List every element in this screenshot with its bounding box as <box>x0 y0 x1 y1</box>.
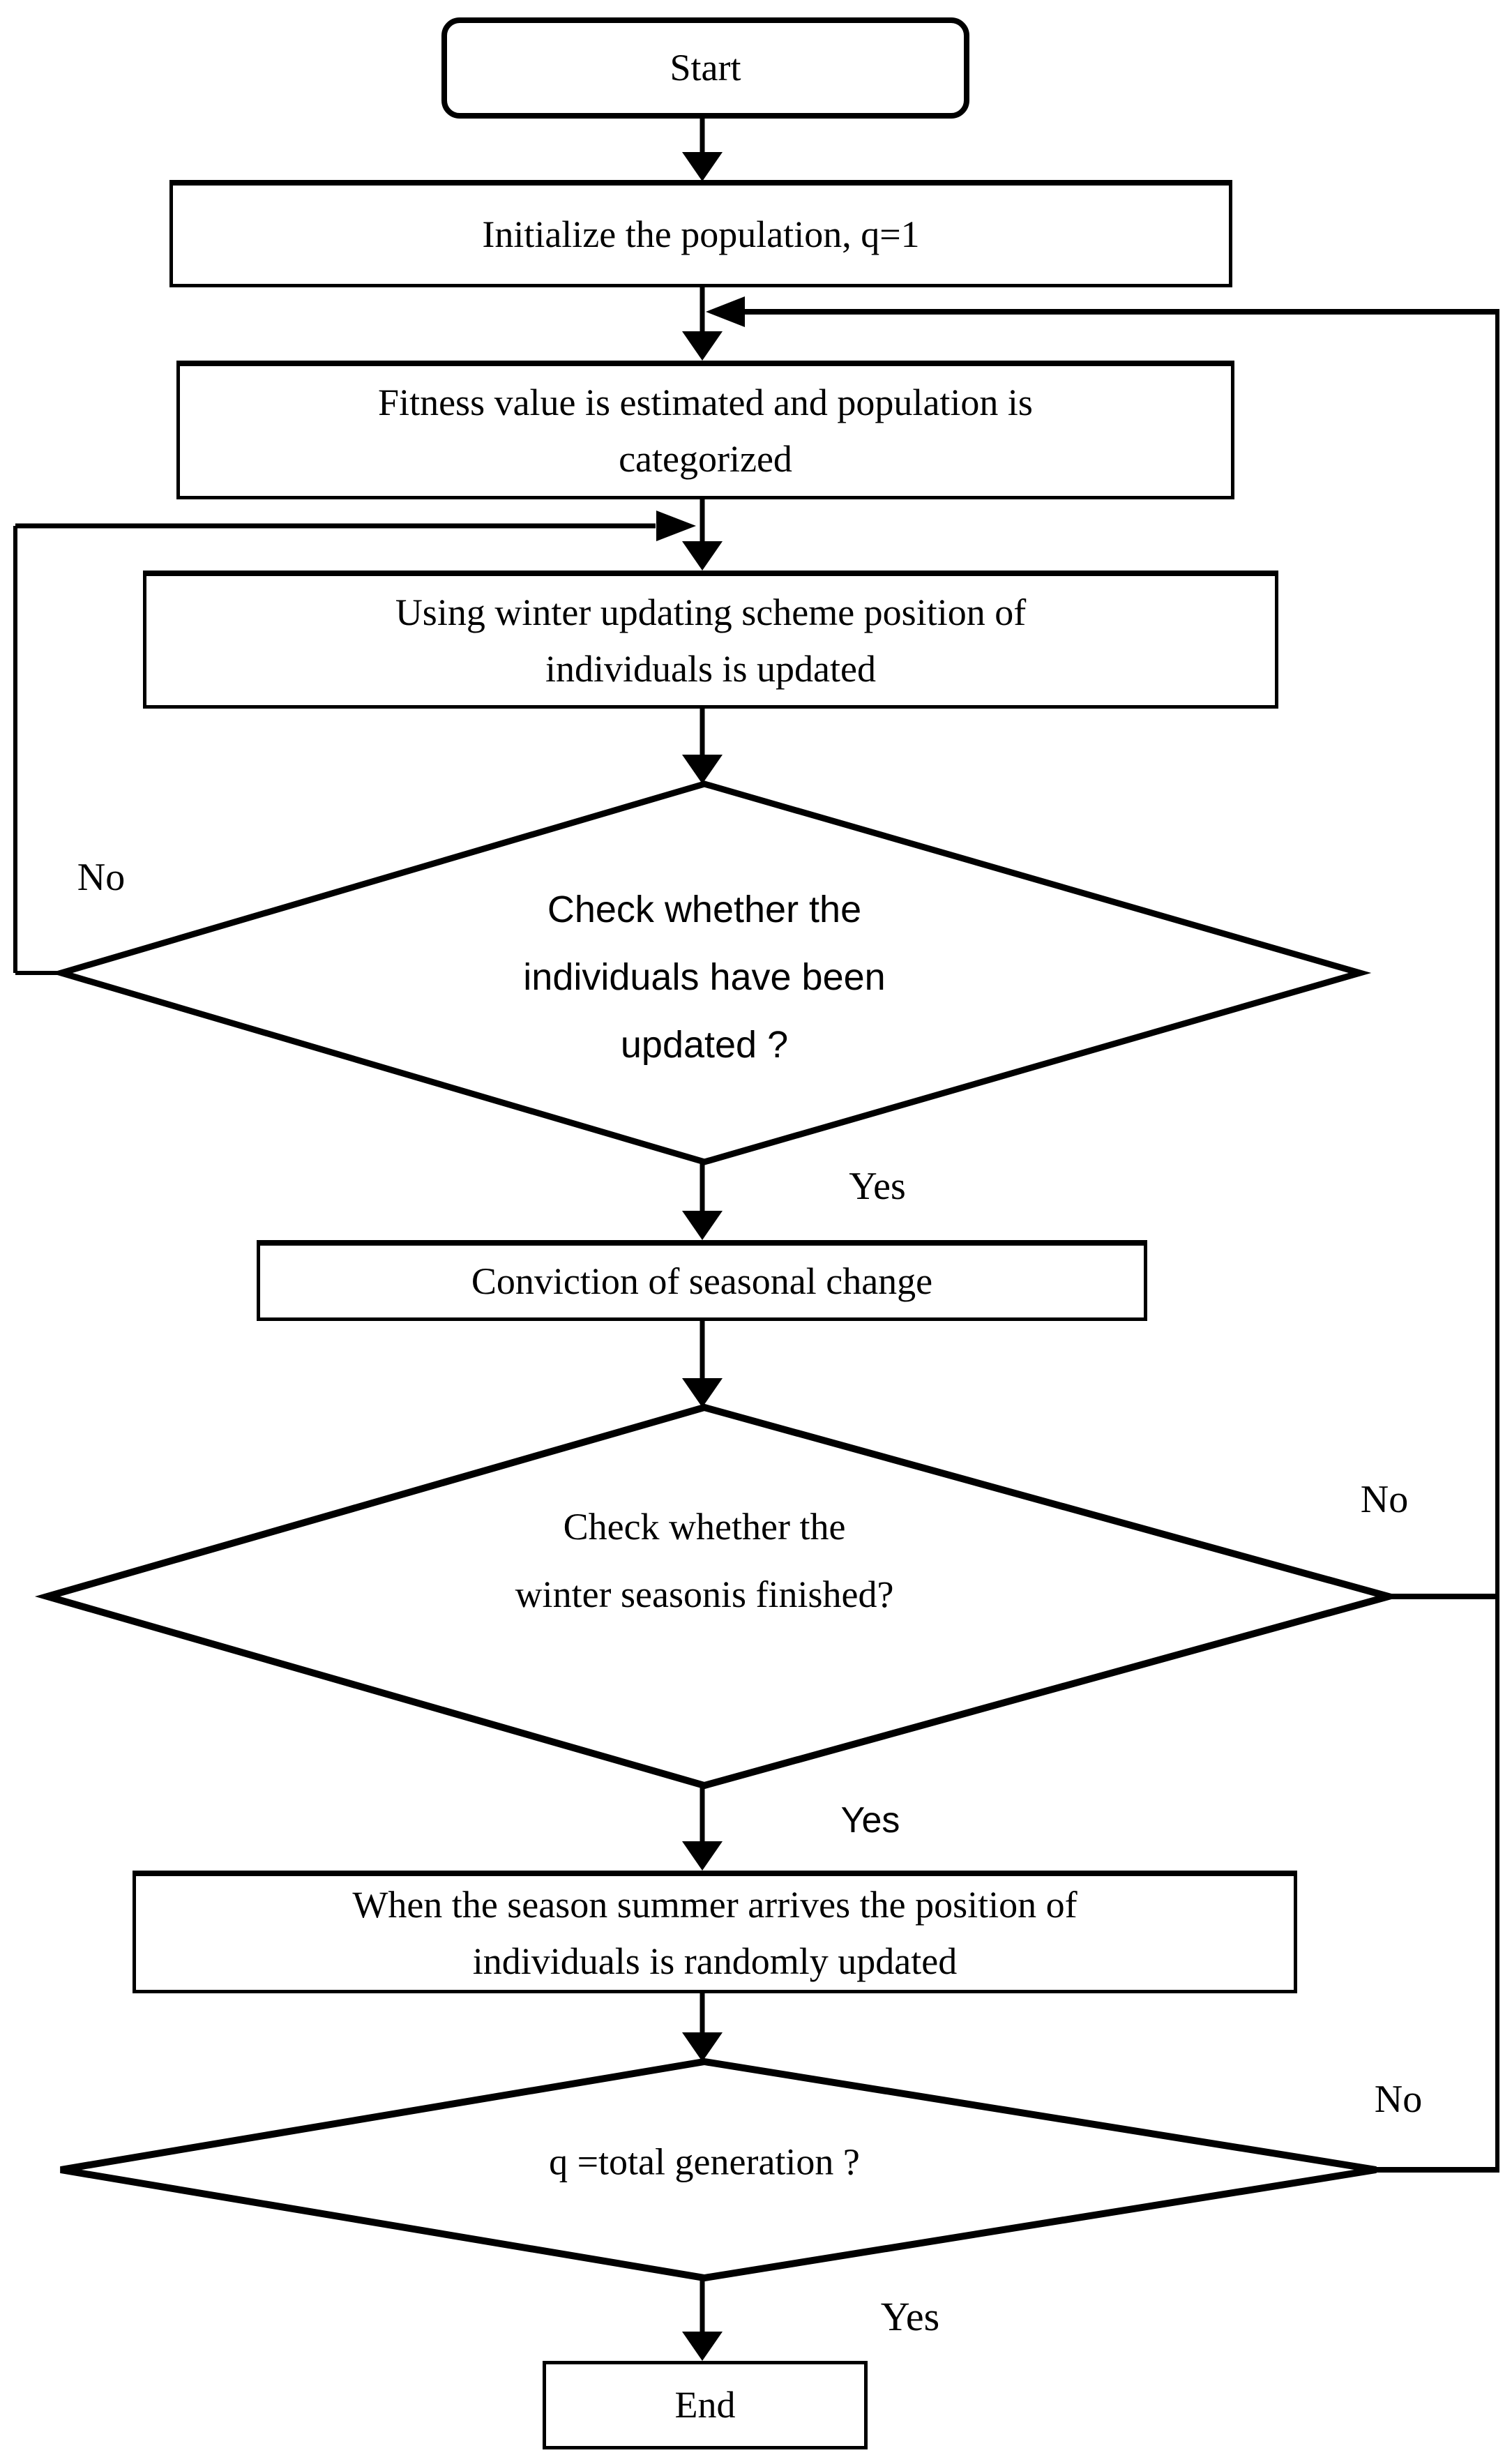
arrowhead-conviction <box>682 1211 723 1240</box>
node-initialize: Initialize the population, q=1 <box>169 180 1232 287</box>
arrowhead-initialize <box>682 152 723 181</box>
node-conviction: Conviction of seasonal change <box>257 1240 1147 1321</box>
decision-check-updated-label: Check whether the individuals have been … <box>523 889 886 1066</box>
edge-label-check-generation-yes: Yes <box>880 2294 940 2339</box>
node-start-label: Start <box>670 47 741 89</box>
edge-label-check-updated-no: No <box>77 856 126 899</box>
node-end: End <box>543 2361 868 2449</box>
arrowhead-check-updated <box>682 755 723 784</box>
node-summer-update-label: When the season summer arrives the posit… <box>352 1883 1078 1982</box>
node-end-label: End <box>674 2384 736 2426</box>
edge-label-check-winter-yes: Yes <box>840 1800 900 1841</box>
node-winter-update: Using winter updating scheme position of… <box>143 571 1278 709</box>
arrowhead-fitness <box>682 331 723 361</box>
edge-label-check-updated-yes: Yes <box>849 1165 906 1208</box>
node-fitness: Fitness value is estimated and populatio… <box>176 361 1234 499</box>
arrowhead-end <box>682 2332 723 2361</box>
arrowhead-summer <box>682 1841 723 1871</box>
edge-label-check-winter-no: No <box>1360 1478 1409 1521</box>
arrowhead-no-loop-right <box>706 296 745 327</box>
node-winter-update-label: Using winter updating scheme position of… <box>395 591 1027 690</box>
node-initialize-label: Initialize the population, q=1 <box>482 213 920 255</box>
arrowhead-winter <box>682 541 723 571</box>
decision-check-winter-label: Check whether the winter seasonis finish… <box>515 1505 894 1615</box>
arrowhead-check-generation <box>682 2032 723 2062</box>
edge-label-check-generation-no: No <box>1374 2078 1423 2121</box>
arrowhead-check-winter <box>682 1378 723 1407</box>
node-conviction-label: Conviction of seasonal change <box>471 1260 933 1302</box>
arrowhead-no-loop-left <box>656 511 696 541</box>
node-fitness-label: Fitness value is estimated and populatio… <box>378 382 1033 480</box>
node-summer-update: When the season summer arrives the posit… <box>133 1871 1297 1993</box>
decision-check-generation-label: q =total generation ? <box>549 2140 860 2183</box>
node-start: Start <box>441 17 969 119</box>
